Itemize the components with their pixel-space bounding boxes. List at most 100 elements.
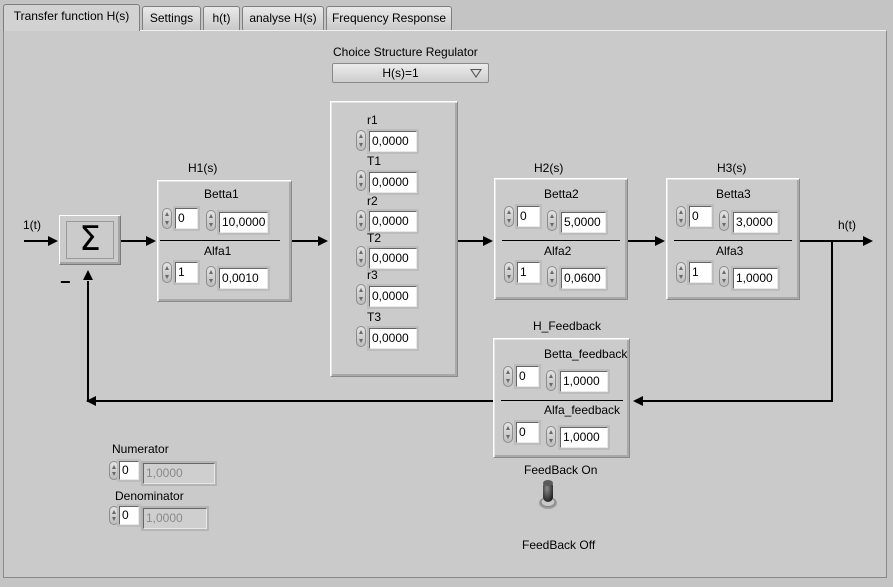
h2-alfa-order[interactable]: 1 <box>517 262 540 283</box>
tab-analyse-h-s[interactable]: analyse H(s) <box>242 6 324 30</box>
h2-betta-value[interactable]: 5,0000 <box>561 212 606 233</box>
h1-alfa-label: Alfa1 <box>204 244 232 258</box>
feedback-betta-label: Betta_feedback <box>544 347 628 361</box>
sigma-icon: Σ <box>79 219 101 259</box>
h3-fraction-line <box>674 240 792 241</box>
arrow-right-icon <box>146 236 156 246</box>
param-t2-value[interactable]: 0,0000 <box>369 248 417 269</box>
regulator-select[interactable]: H(s)=1 <box>332 63 489 83</box>
param-t3-value[interactable]: 0,0000 <box>369 328 417 349</box>
denominator-order-spinner[interactable] <box>109 506 119 525</box>
h1-betta-order[interactable]: 0 <box>175 208 198 229</box>
h2-betta-value-spinner[interactable] <box>547 210 557 231</box>
summing-junction: Σ <box>59 215 121 265</box>
param-r3-label: r3 <box>367 268 378 282</box>
feedback-betta-order-spinner[interactable] <box>503 366 513 387</box>
h1-fraction-line <box>160 240 280 241</box>
tab-frequency-response[interactable]: Frequency Response <box>326 6 452 30</box>
h1-betta-value-spinner[interactable] <box>206 210 216 231</box>
h1-alfa-value[interactable]: 0,0010 <box>219 268 268 289</box>
arrow-left-icon <box>86 396 96 406</box>
h1-alfa-order-spinner[interactable] <box>162 262 172 283</box>
h2-alfa-order-spinner[interactable] <box>504 262 514 283</box>
wire-feedback-up <box>87 281 89 402</box>
wire-sum-h1 <box>121 240 147 242</box>
summing-frame <box>66 221 114 259</box>
h3-alfa-order[interactable]: 1 <box>689 262 712 283</box>
param-r1-spinner[interactable] <box>356 130 366 151</box>
param-t3-spinner[interactable] <box>356 326 366 347</box>
numerator-order[interactable]: 0 <box>119 461 139 480</box>
h3-betta-order-spinner[interactable] <box>676 206 686 227</box>
param-t3-label: T3 <box>367 310 382 324</box>
param-r2-spinner[interactable] <box>356 210 366 231</box>
feedback-alfa-label: Alfa_feedback <box>544 403 621 417</box>
h2-betta-label: Betta2 <box>544 187 579 201</box>
param-r1-label: r1 <box>367 113 378 127</box>
param-r3-value[interactable]: 0,0000 <box>369 286 417 307</box>
arrow-right-icon <box>318 236 328 246</box>
wire-input <box>24 240 49 242</box>
h1-betta-order-spinner[interactable] <box>162 208 172 229</box>
feedback-alfa-order-spinner[interactable] <box>503 422 513 443</box>
h3-alfa-label: Alfa3 <box>716 244 744 258</box>
h3-alfa-order-spinner[interactable] <box>676 262 686 283</box>
tab-transfer-function[interactable]: Transfer function H(s) <box>3 4 140 31</box>
feedback-betta-value[interactable]: 1,0000 <box>560 371 608 392</box>
h2-betta-order-spinner[interactable] <box>504 206 514 227</box>
feedback-alfa-value-spinner[interactable] <box>546 426 556 447</box>
minus-sign: − <box>60 272 71 292</box>
denominator-label: Denominator <box>115 489 184 503</box>
tab-settings[interactable]: Settings <box>142 6 201 30</box>
wire-h1-controller <box>292 240 319 242</box>
h1-alfa-value-spinner[interactable] <box>206 266 216 287</box>
arrow-right-icon <box>863 236 873 246</box>
arrow-up-icon <box>83 270 93 280</box>
param-t1-value[interactable]: 0,0000 <box>369 172 417 193</box>
h3-alfa-value[interactable]: 1,0000 <box>733 268 778 289</box>
regulator-title: Choice Structure Regulator <box>333 45 478 59</box>
param-r3-spinner[interactable] <box>356 284 366 305</box>
wire-controller-h2 <box>458 240 484 242</box>
param-r1-value[interactable]: 0,0000 <box>369 131 417 152</box>
h1-title: H1(s) <box>188 161 218 175</box>
h3-betta-value-spinner[interactable] <box>719 210 729 231</box>
h3-betta-value[interactable]: 3,0000 <box>733 212 778 233</box>
param-r2-value[interactable]: 0,0000 <box>369 211 417 232</box>
tab-h-t[interactable]: h(t) <box>203 6 240 30</box>
numerator-label: Numerator <box>112 442 169 456</box>
feedback-alfa-value[interactable]: 1,0000 <box>560 427 608 448</box>
feedback-betta-value-spinner[interactable] <box>546 370 556 391</box>
feedback-toggle-switch[interactable] <box>538 476 558 510</box>
param-t1-label: T1 <box>367 154 382 168</box>
numerator-order-spinner[interactable] <box>109 461 119 480</box>
param-t2-spinner[interactable] <box>356 246 366 267</box>
h2-betta-order[interactable]: 0 <box>517 206 540 227</box>
output-signal-label: h(t) <box>838 218 856 232</box>
param-t1-spinner[interactable] <box>356 170 366 191</box>
h2-title: H2(s) <box>534 161 564 175</box>
h2-alfa-value-spinner[interactable] <box>547 266 557 287</box>
h3-title: H3(s) <box>717 161 747 175</box>
wire-h2-h3 <box>628 240 656 242</box>
feedback-title: H_Feedback <box>533 319 602 333</box>
h1-betta-value[interactable]: 10,0000 <box>219 212 268 233</box>
h1-alfa-order[interactable]: 1 <box>175 262 198 283</box>
param-t2-label: T2 <box>367 231 382 245</box>
numerator-value: 1,0000 <box>143 463 215 484</box>
h3-betta-order[interactable]: 0 <box>689 206 712 227</box>
h2-fraction-line <box>502 240 620 241</box>
feedback-alfa-order[interactable]: 0 <box>516 422 539 443</box>
h2-alfa-label: Alfa2 <box>544 244 572 258</box>
wire-feedback-in <box>643 400 833 402</box>
feedback-on-label: FeedBack On <box>524 463 598 477</box>
arrow-right-icon <box>48 236 58 246</box>
denominator-value: 1,0000 <box>143 508 207 529</box>
h2-alfa-value[interactable]: 0,0600 <box>561 268 606 289</box>
regulator-select-value: H(s)=1 <box>382 66 419 80</box>
feedback-off-label: FeedBack Off <box>522 538 596 552</box>
h3-alfa-value-spinner[interactable] <box>719 266 729 287</box>
denominator-order[interactable]: 0 <box>119 506 139 525</box>
feedback-betta-order[interactable]: 0 <box>516 366 539 387</box>
feedback-fraction-line <box>501 400 623 401</box>
